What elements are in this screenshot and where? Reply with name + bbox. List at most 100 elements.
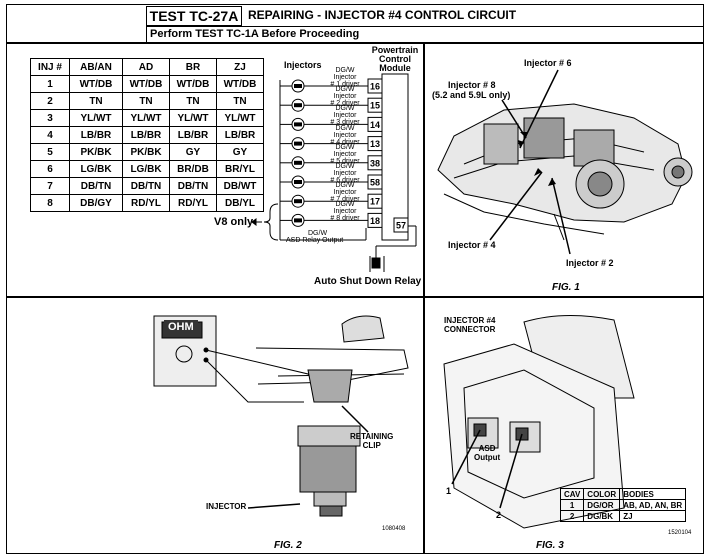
v8-only-label: V8 only — [214, 216, 254, 228]
header-divider — [146, 26, 704, 27]
pcm-pin-number: 17 — [370, 197, 380, 207]
fig2-caption: FIG. 2 — [274, 540, 302, 551]
table-cell: AB, AD, AN, BR — [619, 499, 687, 511]
cav-header: CAV — [559, 488, 585, 500]
pcm-pin-box — [367, 155, 383, 171]
injector4-label: Injector # 4 — [448, 240, 496, 250]
pin1-label: 1 — [446, 486, 452, 496]
pcm-pin-box — [367, 78, 383, 94]
pcm-pin-box — [367, 97, 383, 113]
table-cell: 1 — [559, 499, 585, 511]
pcm-pin-number: 15 — [370, 101, 380, 111]
connector-title-line: CONNECTOR — [444, 325, 496, 334]
table-cell: DB/YL — [216, 194, 264, 212]
wire-label-line: Injector — [333, 170, 357, 177]
wire-label-line: # 8 driver — [330, 215, 360, 223]
table-row: 2 DG/BK ZJ — [559, 510, 687, 522]
wire-label-line: Injector — [333, 150, 357, 158]
pcm-pin-number: 18 — [370, 216, 380, 226]
retaining-clip-line: RETAINING — [350, 432, 394, 441]
wire-label-line: Injector — [333, 112, 357, 120]
injector-coil — [294, 141, 302, 146]
pcm-pin-box — [367, 136, 383, 152]
pcm-pin-number: 14 — [370, 120, 380, 130]
injector-coil — [294, 199, 302, 204]
asd-wire-text: ASD Relay Output — [286, 237, 344, 244]
fig2-code: 1080408 — [382, 526, 406, 532]
injector-coil — [294, 103, 302, 108]
connector-title: INJECTOR #4 CONNECTOR — [444, 316, 495, 334]
pcm-pin-box — [367, 116, 383, 132]
injectors-label: Injectors — [284, 60, 322, 70]
retaining-clip-label: RETAINING CLIP — [350, 432, 393, 450]
injector-coil — [294, 160, 302, 165]
wire-label-line: # 6 driver — [330, 177, 360, 184]
header-bottom-rule — [6, 42, 704, 44]
injector-coil — [294, 84, 302, 88]
test-id: TEST TC-27A — [149, 8, 239, 24]
vertical-divider — [423, 42, 425, 554]
wire-label-line: DG/W — [335, 86, 355, 94]
pcm-pin-number: 58 — [370, 178, 380, 188]
table-cell: ZJ — [619, 510, 687, 522]
cav-header: BODIES — [619, 488, 687, 500]
wire-label-line: DG/W — [335, 182, 355, 190]
pcm-pin-number: 16 — [370, 82, 380, 92]
ohmmeter-injector-illustration — [153, 315, 409, 517]
asd-output-line: ASD — [478, 444, 496, 453]
fig3-code: 1520104 — [668, 530, 692, 536]
asd-output-line: Output — [474, 453, 501, 462]
asd-relay-label: Auto Shut Down Relay — [314, 276, 422, 287]
table-cell: DG/BK — [583, 510, 621, 522]
engine-illustration — [437, 69, 693, 255]
wire-label-line: DG/W — [335, 105, 355, 113]
pcm-label-line: Powertrain — [371, 45, 419, 55]
wire-label-line: DG/W — [335, 124, 355, 132]
table-cell: DB/GY — [69, 194, 123, 212]
pcm-label: Powertrain Control Module — [360, 46, 430, 73]
pcm-pin-number-asd: 57 — [396, 221, 406, 231]
asd-output-label: ASD Output — [474, 444, 500, 462]
table-cell: YL/WT — [216, 109, 264, 127]
cav-header: COLOR — [583, 488, 621, 500]
wire-label-line: # 4 driver — [330, 138, 360, 146]
pcm-pin-box — [367, 193, 383, 209]
v8-brace — [251, 203, 279, 241]
table-cell: RD/YL — [122, 194, 170, 212]
pcm-box — [381, 73, 409, 241]
wire-label-line: # 2 driver — [330, 100, 360, 108]
wire-label-line: Injector — [333, 74, 357, 81]
injector-coil — [294, 180, 302, 184]
pcm-pin-box — [367, 174, 383, 190]
injector2-label: Injector # 2 — [566, 258, 614, 268]
wire-label-line: DG/W — [335, 143, 355, 151]
wire-label-line: DG/W — [335, 201, 355, 209]
injector8-label: Injector # 8 — [448, 80, 496, 90]
wire-label-line: Injector — [333, 131, 357, 139]
ohm-display: OHM — [164, 320, 198, 334]
pcm-label-line: Module — [379, 63, 411, 73]
page-frame — [6, 4, 704, 554]
pcm-pin-box — [367, 212, 383, 228]
pcm-label-line: Control — [379, 54, 411, 64]
injector-coil — [294, 218, 302, 223]
table-row: 1 DG/OR AB, AD, AN, BR — [559, 499, 687, 511]
injector8-note: (5.2 and 5.9L only) — [432, 90, 511, 100]
asd-wire-color: DG/W — [308, 230, 328, 237]
wire-label-line: DG/W — [335, 67, 355, 74]
pin2-label: 2 — [496, 510, 502, 520]
injector-coil — [294, 122, 302, 127]
pcm-pin-number: 13 — [370, 139, 380, 149]
